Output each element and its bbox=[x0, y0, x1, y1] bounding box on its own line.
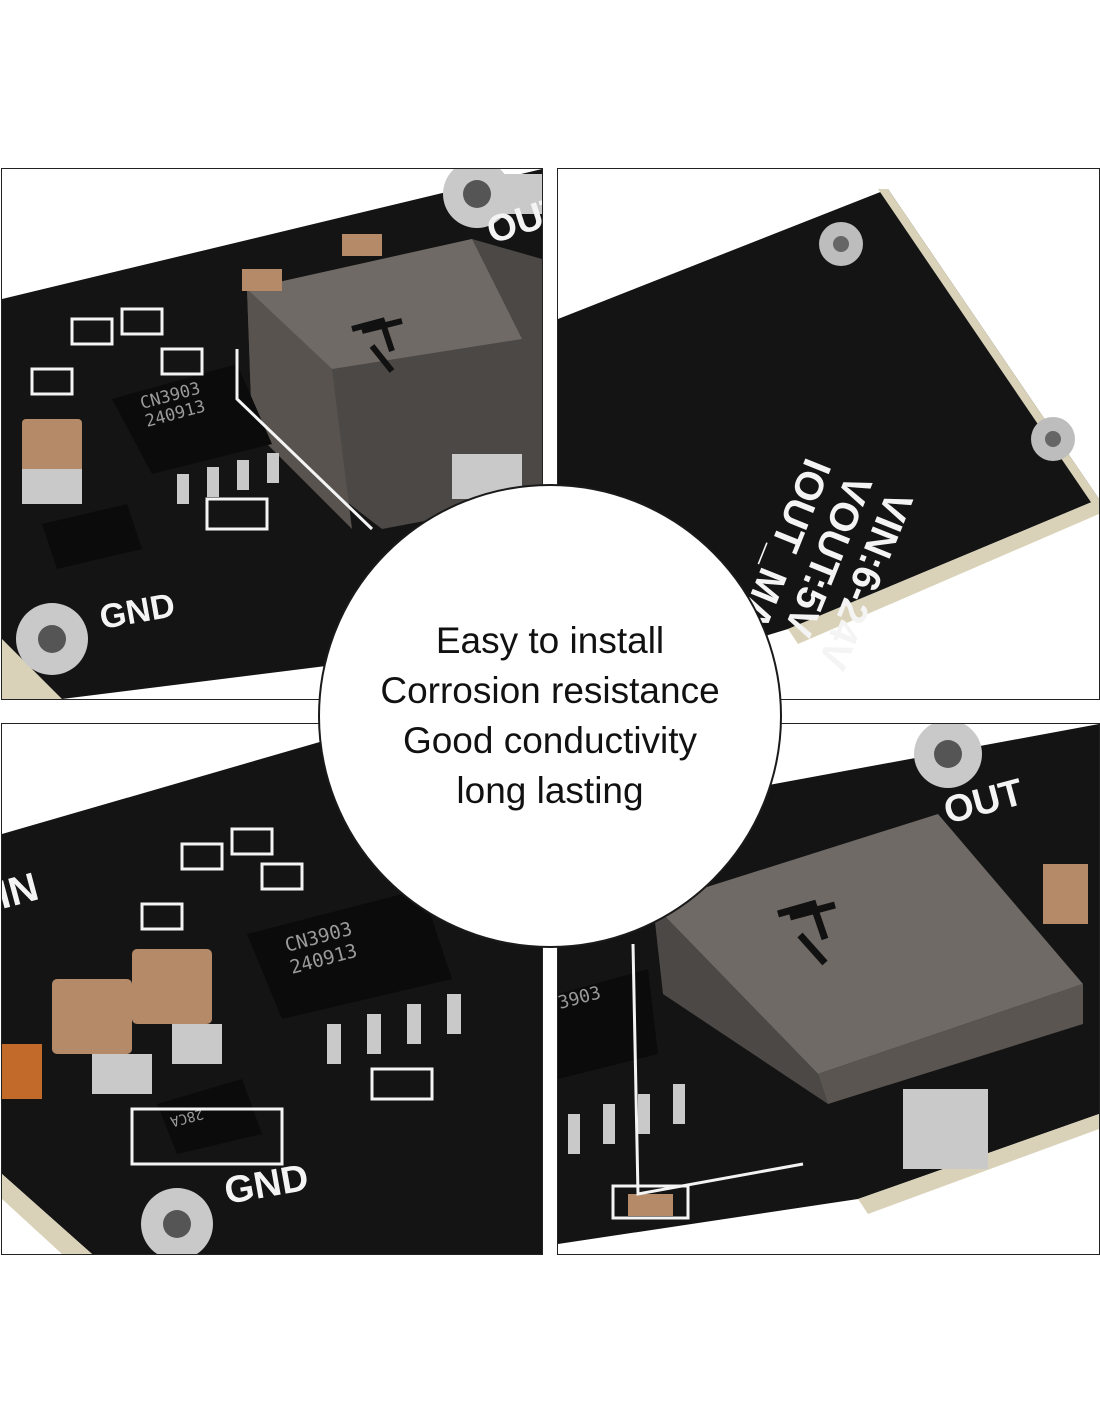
feature-good-conductivity: Good conductivity bbox=[402, 720, 698, 761]
feature-callout-circle: Easy to install Corrosion resistance Goo… bbox=[318, 484, 782, 948]
inductor-marking-b bbox=[777, 899, 836, 966]
silkscreen-outlines-b bbox=[130, 827, 434, 1166]
feature-long-lasting: long lasting bbox=[456, 770, 644, 811]
ic-pins bbox=[177, 453, 279, 504]
feature-easy-install: Easy to install bbox=[435, 620, 665, 661]
photo-board-ic: IN CN3903 240913 28CA GND bbox=[1, 723, 543, 1255]
ic-pins-b bbox=[327, 994, 461, 1064]
silkscreen-outlines-c bbox=[611, 943, 804, 1220]
ic-pins-c bbox=[568, 1084, 685, 1154]
inductor-marking bbox=[351, 317, 403, 373]
feature-corrosion-resistance: Corrosion resistance bbox=[380, 670, 720, 711]
silkscreen-outlines bbox=[30, 307, 374, 531]
